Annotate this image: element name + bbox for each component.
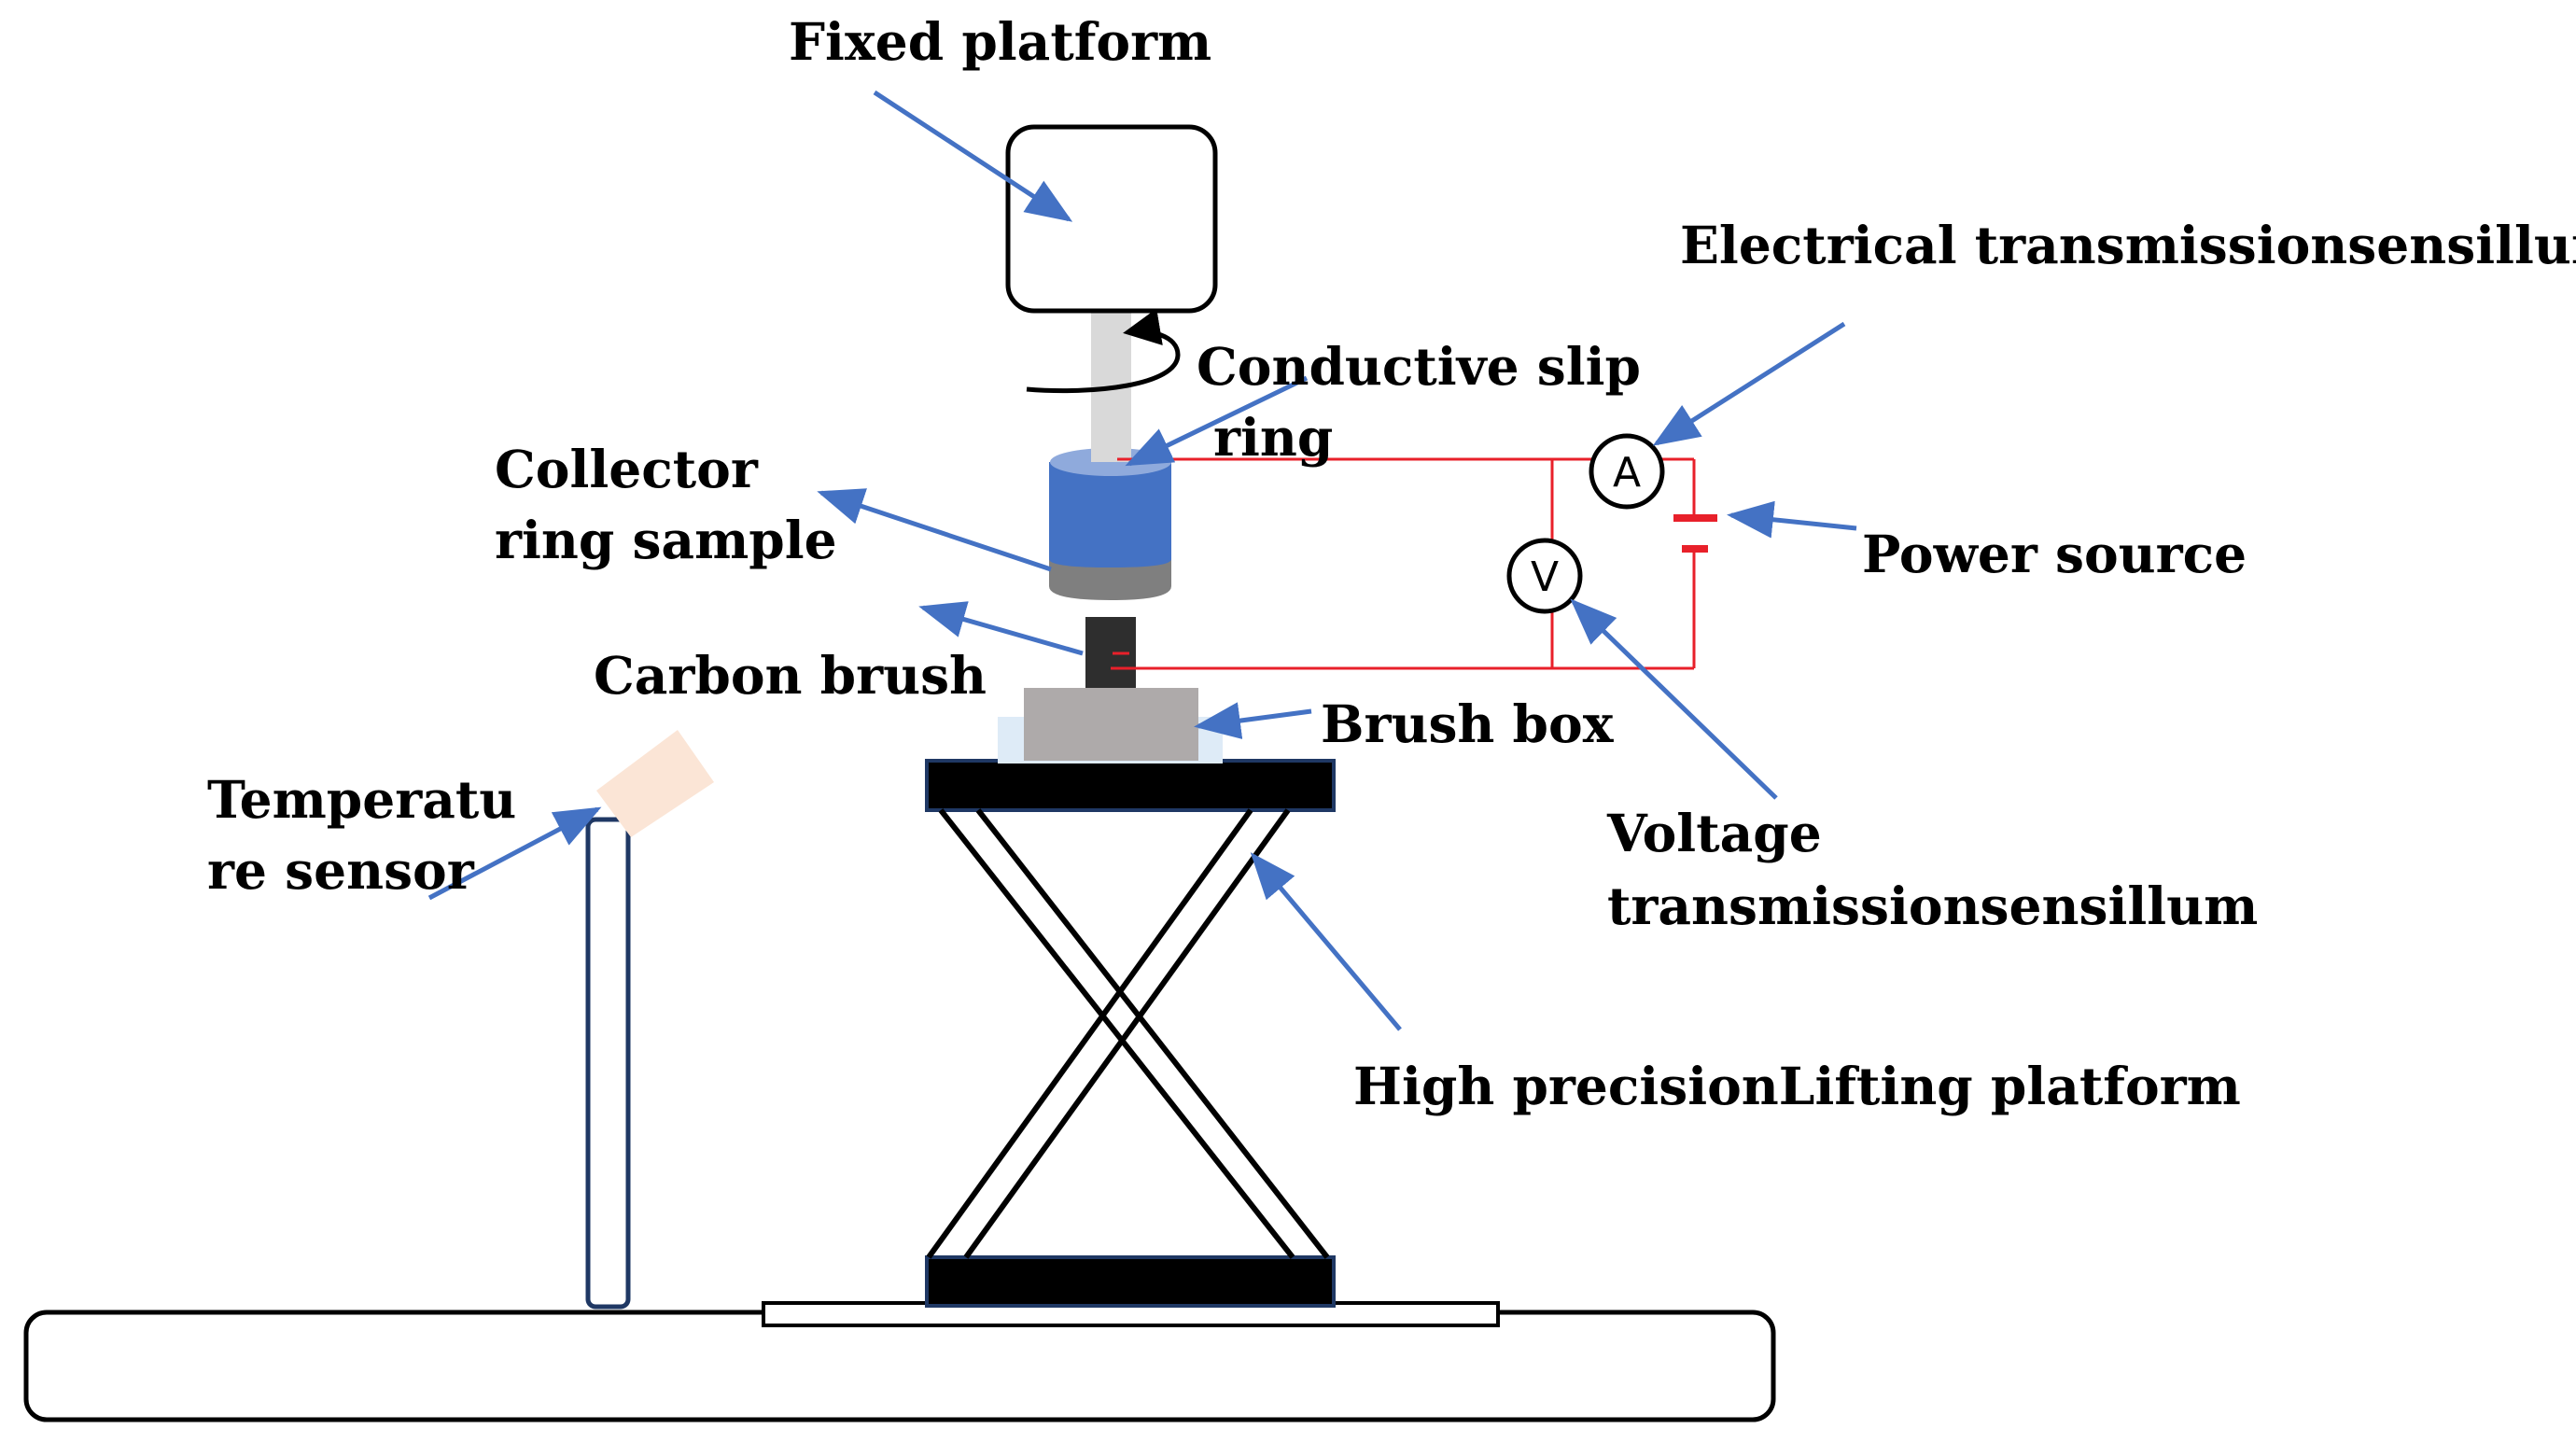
label-temperature-sensor-line2: re sensor: [207, 840, 475, 901]
label-conductive-slip-ring-line1: Conductive slip: [1197, 336, 1641, 397]
lifting-platform: [925, 759, 1336, 1308]
ammeter: A: [1589, 433, 1665, 510]
fixed-platform: [1005, 124, 1218, 314]
arrow-lifting-platform: [1250, 852, 1402, 1031]
lifting-platform-bottom-plate: [925, 1255, 1336, 1308]
label-carbon-brush: Carbon brush: [594, 645, 987, 706]
measurement-circuit: [1111, 457, 1696, 670]
label-collector-ring-sample-line2: ring sample: [495, 510, 837, 570]
callout-arrows: [427, 90, 1857, 1031]
label-electrical-transmission-sensillum: Electrical transmissionsensillum: [1680, 215, 2576, 275]
arrow-carbon-brush: [918, 601, 1084, 656]
voltmeter: V: [1506, 538, 1583, 614]
temperature-sensor-rod: [585, 817, 631, 1310]
battery-icon: [1673, 514, 1717, 553]
voltmeter-symbol: V: [1531, 553, 1559, 601]
label-brush-box: Brush box: [1321, 693, 1615, 754]
arrow-conductive-slip-ring: [1125, 375, 1309, 467]
label-voltage-transmission-sensillum-line2: transmissionsensillum: [1607, 876, 2258, 936]
label-power-source: Power source: [1862, 524, 2247, 584]
arrow-voltage-transmission-sensillum: [1570, 598, 1778, 800]
label-collector-ring-sample-line1: Collector: [495, 439, 759, 499]
temperature-sensor-tip: [596, 730, 714, 837]
label-voltage-transmission-sensillum-line1: Voltage: [1606, 803, 1822, 863]
base-table: [23, 1310, 1776, 1422]
arrow-brush-box: [1194, 702, 1312, 739]
label-temperature-sensor-line1: Temperatu: [207, 769, 516, 830]
arrow-fixed-platform: [873, 90, 1073, 222]
arrow-power-source: [1727, 500, 1857, 539]
ammeter-symbol: A: [1613, 449, 1641, 497]
arrow-electrical-transmission-sensillum: [1652, 321, 1846, 446]
collector-ring-sample: [1049, 448, 1171, 600]
brush-box: [1024, 688, 1198, 761]
arrow-collector-ring-sample: [817, 488, 1052, 572]
lifting-platform-top-plate: [925, 759, 1336, 812]
label-fixed-platform: Fixed platform: [789, 11, 1211, 72]
label-high-precision-lifting-platform: High precisionLifting platform: [1353, 1056, 2241, 1116]
label-conductive-slip-ring-line2: ring: [1213, 407, 1333, 468]
scissor-arms: [926, 808, 1330, 1259]
rotation-arrow-icon: [1026, 308, 1181, 394]
arrow-temperature-sensor: [427, 806, 602, 901]
